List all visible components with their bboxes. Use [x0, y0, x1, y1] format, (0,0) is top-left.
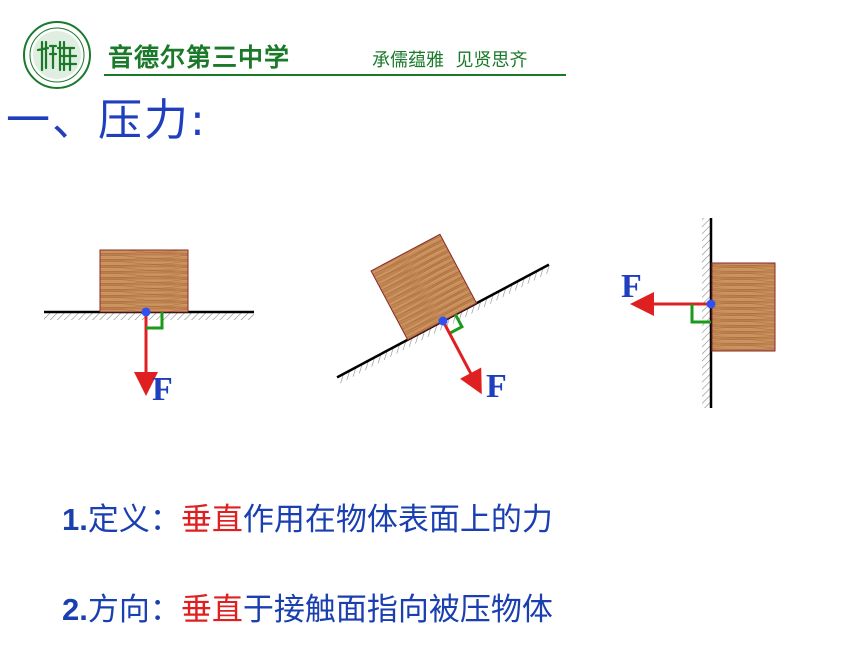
- point-number: 1.: [62, 502, 88, 537]
- header-divider: [104, 74, 566, 76]
- horizontal-surface-case: F: [44, 249, 254, 408]
- inclined-surface-case: F: [336, 233, 553, 405]
- point-highlight: 垂直: [180, 502, 243, 538]
- pressure-diagram: F F F: [44, 218, 776, 408]
- section-title: 一、压力:: [6, 95, 207, 146]
- point-highlight: 垂直: [180, 592, 243, 628]
- school-seal-icon: [23, 21, 91, 89]
- force-label-3: F: [621, 268, 642, 305]
- force-label-1: F: [152, 371, 173, 408]
- point-text: 作用在物体表面上的力: [242, 502, 553, 538]
- school-motto: 承儒蕴雅 见贤思齐: [372, 50, 528, 71]
- wood-block-3: [711, 262, 776, 352]
- wood-block-1: [99, 249, 189, 313]
- point-label: 方向：: [87, 592, 181, 628]
- force-label-2: F: [486, 368, 507, 405]
- vertical-surface-case: F: [621, 218, 776, 408]
- point-number: 2.: [62, 592, 88, 627]
- school-name: 音德尔第三中学: [108, 43, 291, 72]
- point-label: 定义：: [87, 502, 181, 538]
- point-text: 于接触面指向被压物体: [242, 592, 553, 628]
- direction-line: 2.方向：垂直于接触面指向被压物体: [62, 584, 553, 629]
- definition-line: 1.定义：垂直作用在物体表面上的力: [62, 494, 553, 539]
